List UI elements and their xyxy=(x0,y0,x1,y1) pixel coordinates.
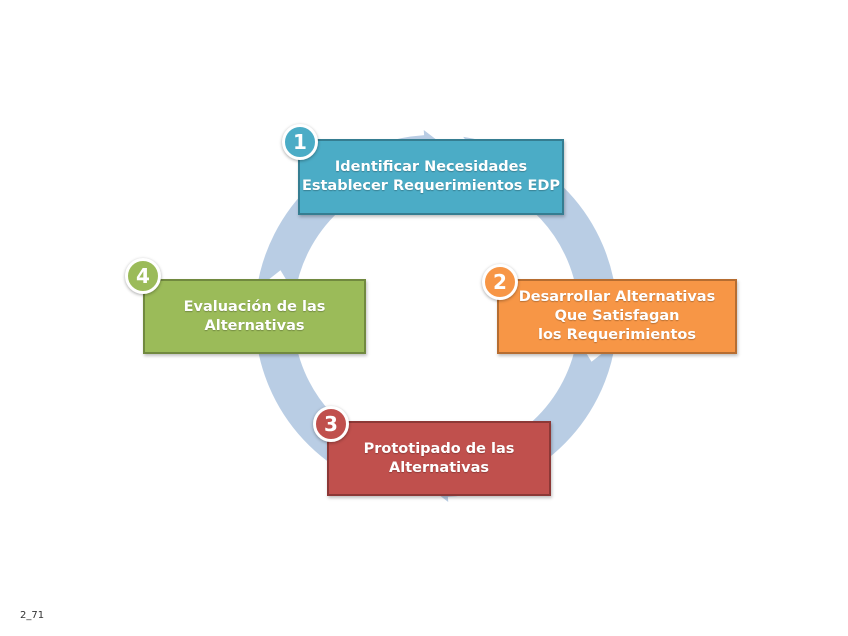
step-4-line-1: Evaluación de las xyxy=(183,298,326,315)
step-1-number-badge: 1 xyxy=(282,124,318,160)
step-3-box: Prototipado de las Alternativas xyxy=(327,421,551,496)
step-2-line-2: Que Satisfagan xyxy=(554,308,680,324)
step-1-line-1: Identificar Necesidades xyxy=(334,159,528,175)
step-3-line-2: Alternativas xyxy=(389,459,489,476)
step-2-number-badge: 2 xyxy=(482,264,518,300)
step-3-number-badge: 3 xyxy=(313,406,349,442)
step-1-line-2: Establecer Requerimientos EDP xyxy=(301,178,561,194)
step-2-line-3: los Requerimientos xyxy=(537,327,697,343)
step-3-line-1: Prototipado de las xyxy=(363,440,515,457)
slide-number: 2_71 xyxy=(20,610,45,621)
step-2-line-1: Desarrollar Alternativas xyxy=(518,289,716,305)
step-4-box: Evaluación de las Alternativas xyxy=(143,279,366,354)
step-4-line-2: Alternativas xyxy=(204,317,305,334)
step-1-box: Identificar Necesidades Establecer Reque… xyxy=(298,139,564,215)
step-4-number-badge: 4 xyxy=(125,258,161,294)
step-2-box: Desarrollar Alternativas Que Satisfagan … xyxy=(497,279,737,354)
